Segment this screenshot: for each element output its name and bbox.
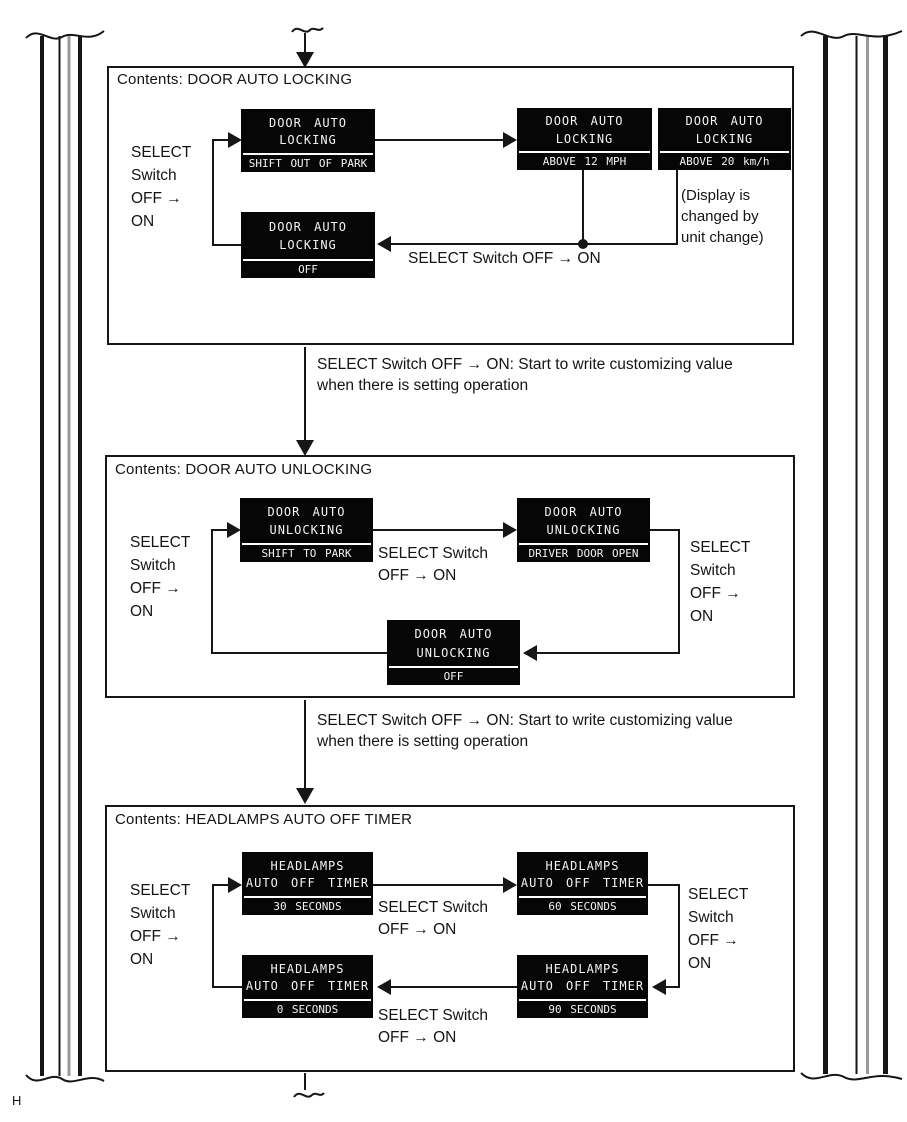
- lcd-value: 0 SECONDS: [276, 1003, 339, 1016]
- lcd-separator: [519, 999, 646, 1001]
- select-switch-label: SELECT Switch OFF → ON: [130, 534, 191, 620]
- lcd-display-unlocking-off: DOOR AUTO UNLOCKING OFF: [387, 620, 520, 685]
- select-switch-label: SELECT Switch OFF → ON: [131, 144, 192, 230]
- lcd-display-headlamps-90-seconds: HEADLAMPS AUTO OFF TIMER 90 SECONDS: [517, 955, 648, 1018]
- select-switch-label: SELECT Switch OFF → ON: [130, 882, 191, 968]
- lcd-text: HEADLAMPS: [545, 858, 620, 873]
- lcd-display-locking-off: DOOR AUTO LOCKING OFF: [241, 212, 375, 278]
- lcd-text: HEADLAMPS: [545, 961, 620, 976]
- lcd-display-unlocking-driver-door-open: DOOR AUTO UNLOCKING DRIVER DOOR OPEN: [517, 498, 650, 562]
- lcd-value: OFF: [298, 263, 318, 276]
- lcd-display-headlamps-0-seconds: HEADLAMPS AUTO OFF TIMER 0 SECONDS: [242, 955, 373, 1018]
- lcd-display-headlamps-30-seconds: HEADLAMPS AUTO OFF TIMER 30 SECONDS: [242, 852, 373, 915]
- lcd-text: DOOR AUTO: [268, 115, 348, 130]
- section-title: Contents: DOOR AUTO UNLOCKING: [115, 461, 373, 478]
- write-customizing-note: SELECT Switch OFF → ON: Start to write c…: [317, 356, 733, 394]
- lcd-display-locking-shift-out-of-park: DOOR AUTO LOCKING SHIFT OUT OF PARK: [241, 109, 375, 172]
- lcd-text: UNLOCKING: [416, 645, 491, 660]
- lcd-separator: [660, 151, 789, 153]
- select-switch-label: SELECT Switch OFF → ON: [378, 899, 488, 938]
- section-door-auto-unlocking: [105, 455, 795, 698]
- lcd-text: DOOR AUTO: [544, 505, 623, 519]
- break-squiggle-icon: [25, 30, 105, 40]
- lcd-separator: [243, 259, 373, 261]
- select-switch-label: SELECT Switch OFF → ON: [688, 886, 749, 972]
- break-squiggle-icon: [291, 27, 324, 33]
- break-squiggle-icon: [800, 1072, 903, 1081]
- select-switch-label: SELECT Switch OFF → ON: [408, 250, 601, 267]
- lcd-display-locking-above-12-mph: DOOR AUTO LOCKING ABOVE 12 MPH: [517, 108, 652, 170]
- lcd-separator: [519, 543, 648, 545]
- lcd-value: ABOVE 12 MPH: [542, 155, 627, 168]
- lcd-separator: [244, 896, 371, 898]
- select-switch-label: SELECT Switch OFF → ON: [378, 1007, 488, 1046]
- lcd-value: SHIFT TO PARK: [261, 547, 352, 560]
- section-door-auto-locking: [107, 66, 794, 345]
- lcd-text: UNLOCKING: [269, 523, 344, 537]
- arrowhead-down-icon: [296, 788, 314, 804]
- lcd-text: AUTO OFF TIMER: [520, 876, 645, 891]
- lcd-text: HEADLAMPS: [270, 961, 345, 976]
- lcd-separator: [519, 896, 646, 898]
- write-customizing-note: SELECT Switch OFF → ON: Start to write c…: [317, 712, 733, 750]
- break-squiggle-icon: [800, 30, 903, 39]
- lcd-text: AUTO OFF TIMER: [245, 876, 370, 891]
- arrowhead-down-icon: [296, 440, 314, 456]
- lcd-separator: [389, 666, 518, 668]
- lcd-value: 30 SECONDS: [273, 900, 342, 913]
- lcd-value: ABOVE 20 km/h: [679, 155, 770, 168]
- lcd-value: 90 SECONDS: [548, 1003, 617, 1016]
- lcd-text: UNLOCKING: [546, 523, 621, 537]
- select-switch-label: SELECT Switch OFF → ON: [378, 545, 488, 584]
- lcd-display-unlocking-shift-to-park: DOOR AUTO UNLOCKING SHIFT TO PARK: [240, 498, 373, 562]
- break-squiggle-icon: [25, 1074, 105, 1083]
- lcd-display-locking-above-20-kmh: DOOR AUTO LOCKING ABOVE 20 km/h: [658, 108, 791, 170]
- lcd-value: SHIFT OUT OF PARK: [248, 157, 368, 170]
- lcd-separator: [244, 999, 371, 1001]
- page-marker: H: [12, 1093, 22, 1108]
- lcd-display-headlamps-60-seconds: HEADLAMPS AUTO OFF TIMER 60 SECONDS: [517, 852, 648, 915]
- lcd-text: LOCKING: [279, 133, 337, 148]
- lcd-text: DOOR AUTO: [267, 505, 346, 519]
- section-title: Contents: HEADLAMPS AUTO OFF TIMER: [115, 811, 413, 828]
- lcd-text: AUTO OFF TIMER: [245, 979, 370, 994]
- lcd-text: DOOR AUTO: [268, 219, 348, 234]
- lcd-text: DOOR AUTO: [685, 114, 764, 129]
- lcd-text: HEADLAMPS: [270, 858, 345, 873]
- select-switch-label: SELECT Switch OFF → ON: [690, 539, 751, 625]
- break-squiggle-icon: [293, 1092, 325, 1098]
- lcd-value: OFF: [443, 670, 464, 683]
- lcd-text: LOCKING: [279, 238, 337, 253]
- section-headlamps-auto-off-timer: [105, 805, 795, 1072]
- lcd-separator: [243, 153, 373, 155]
- lcd-value: DRIVER DOOR OPEN: [528, 547, 639, 560]
- section-title: Contents: DOOR AUTO LOCKING: [117, 71, 353, 88]
- lcd-value: 60 SECONDS: [548, 900, 617, 913]
- lcd-separator: [242, 543, 371, 545]
- lcd-text: DOOR AUTO: [414, 627, 493, 642]
- unit-change-note: (Display is changed by unit change): [681, 187, 764, 246]
- lcd-text: LOCKING: [555, 131, 614, 146]
- lcd-text: LOCKING: [695, 131, 754, 146]
- lcd-separator: [519, 151, 650, 153]
- lcd-text: AUTO OFF TIMER: [520, 979, 645, 994]
- lcd-text: DOOR AUTO: [545, 114, 624, 129]
